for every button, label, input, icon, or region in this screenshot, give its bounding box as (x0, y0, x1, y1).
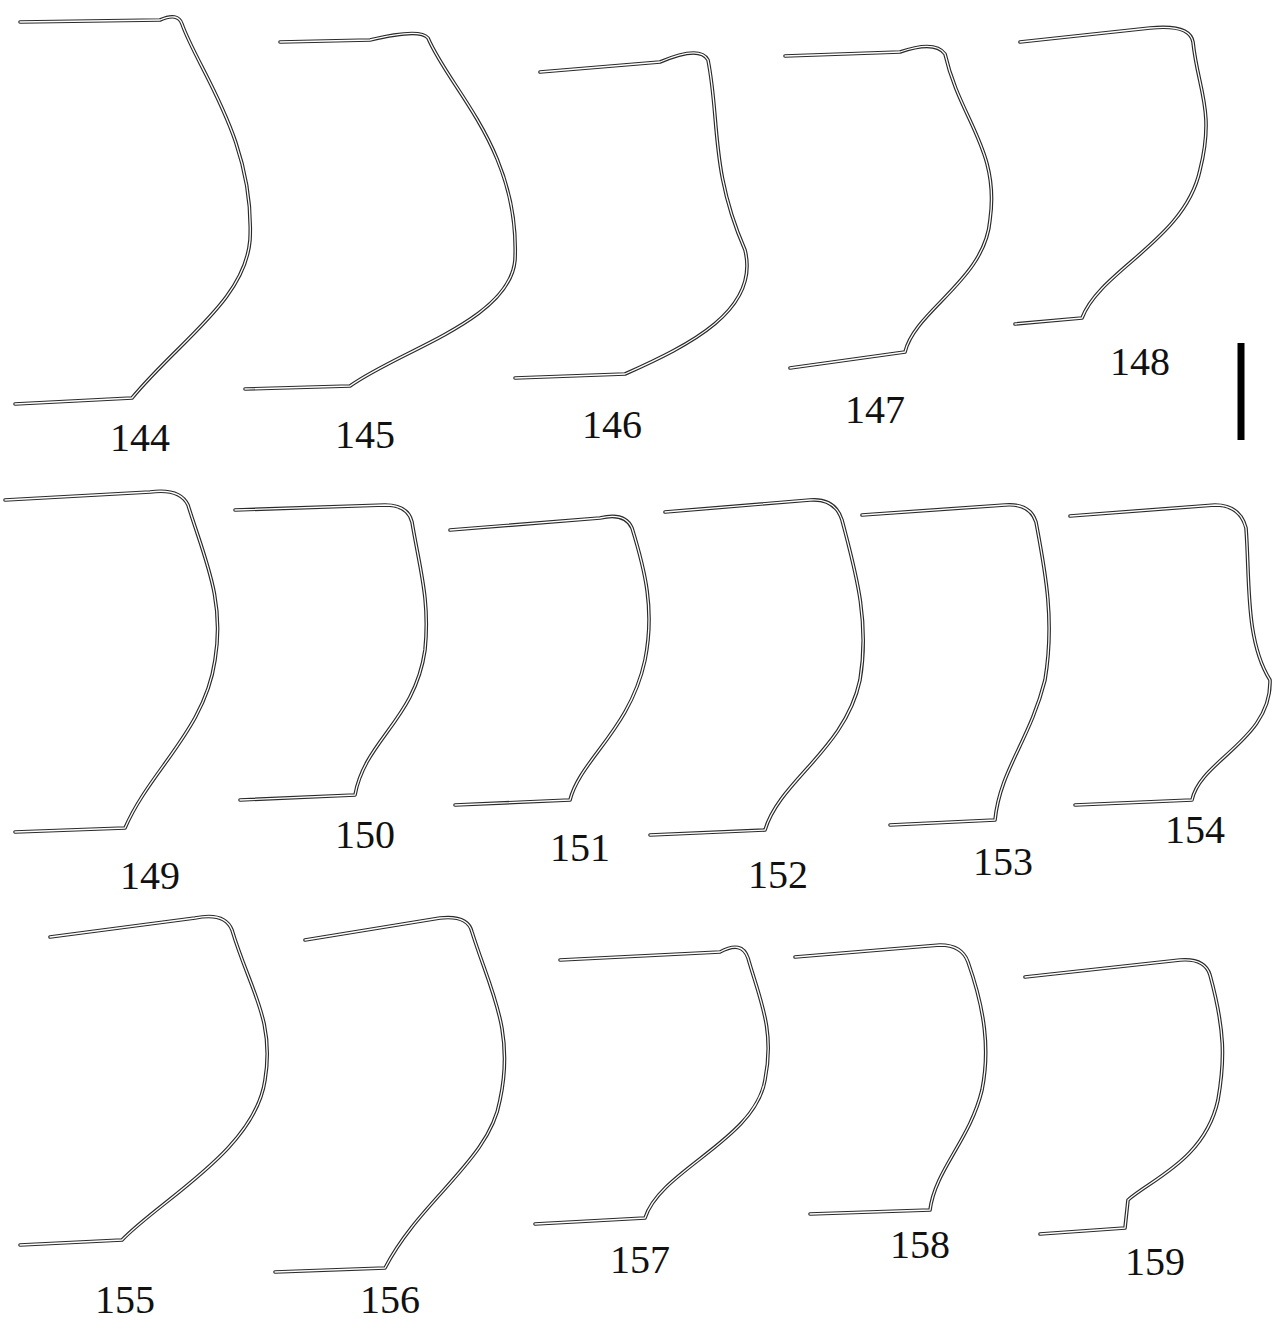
figure-number: 155 (95, 1280, 155, 1320)
figure-number: 145 (335, 415, 395, 455)
figure-number: 156 (360, 1280, 420, 1320)
figure-number: 157 (610, 1240, 670, 1280)
figure-number: 154 (1165, 810, 1225, 850)
figure-number: 158 (890, 1225, 950, 1265)
figure-number: 146 (582, 405, 642, 445)
figure-number: 152 (748, 855, 808, 895)
figure-number: 153 (973, 842, 1033, 882)
figure-number: 159 (1125, 1242, 1185, 1282)
figure-number: 147 (845, 390, 905, 430)
scale-bar (1238, 343, 1245, 440)
outline-inner (5, 17, 1270, 1272)
figure-number: 148 (1110, 342, 1170, 382)
figure-number: 150 (335, 815, 395, 855)
figure-number: 149 (120, 856, 180, 896)
figure-number: 151 (550, 828, 610, 868)
figure-number: 144 (110, 418, 170, 458)
outline-stroke (5, 17, 1270, 1272)
